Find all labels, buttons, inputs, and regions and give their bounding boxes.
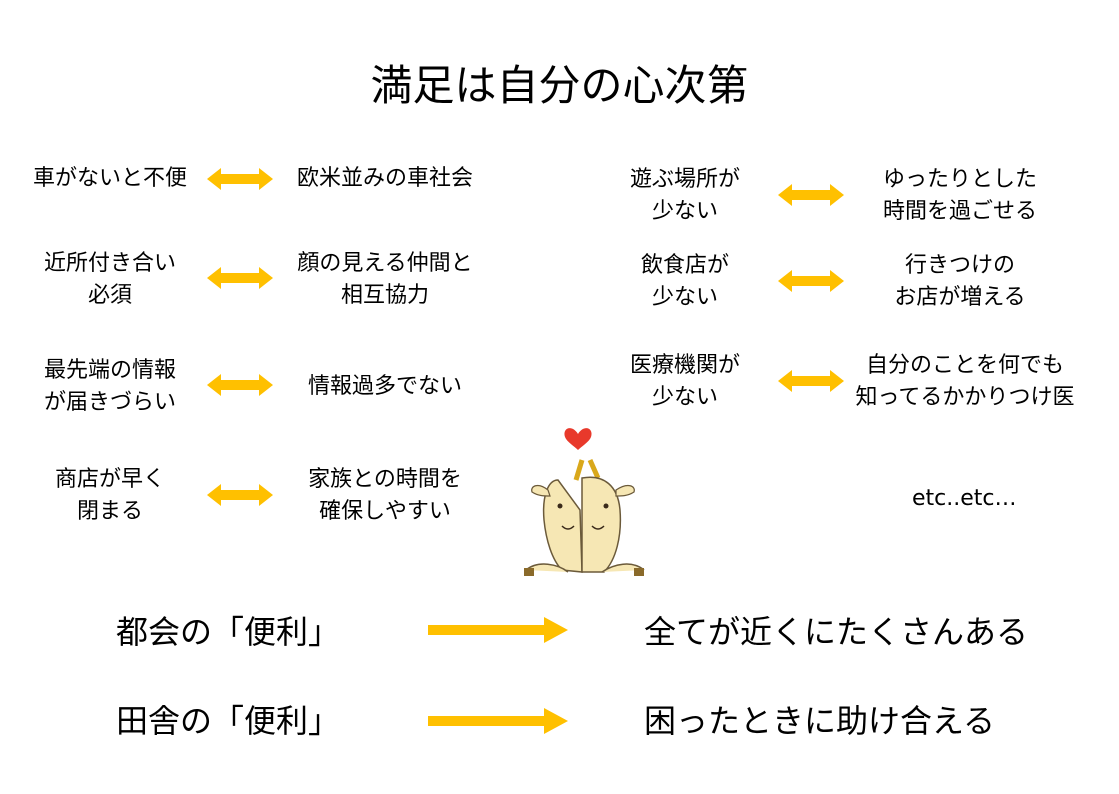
right-arrow-icon: [428, 617, 568, 643]
countryside-convenience-result: 困ったときに助け合える: [644, 702, 996, 740]
left-pair-2-benefit: 顔の見える仲間と 相互協力: [297, 251, 473, 308]
right-pair-3-benefit: 自分のことを何でも 知ってるかかりつけ医: [855, 353, 1075, 410]
double-arrow-icon: [207, 374, 273, 396]
left-pair-2-drawback: 近所付き合い 必須: [43, 251, 176, 308]
double-arrow-icon: [778, 270, 844, 292]
city-convenience-result: 全てが近くにたくさんある: [644, 613, 1029, 651]
goat-couple-illustration: [518, 420, 650, 588]
double-arrow-icon: [778, 370, 844, 392]
left-pair-3-benefit: 情報過多でない: [307, 374, 462, 399]
left-pair-4-drawback: 商店が早く 閉まる: [54, 467, 165, 524]
left-pair-4-benefit: 家族との時間を 確保しやすい: [308, 467, 462, 524]
right-arrow-icon: [428, 708, 568, 734]
double-arrow-icon: [778, 184, 844, 206]
countryside-convenience-label: 田舎の「便利」: [116, 702, 341, 740]
left-pair-3-drawback: 最先端の情報 が届きづらい: [43, 358, 176, 415]
double-arrow-icon: [207, 168, 273, 190]
left-pair-1-drawback: 車がないと不便: [32, 166, 187, 191]
right-pair-1-drawback: 遊ぶ場所が 少ない: [629, 167, 740, 224]
right-pair-2-benefit: 行きつけの お店が増える: [894, 253, 1026, 310]
left-pair-1-benefit: 欧米並みの車社会: [296, 166, 473, 191]
city-convenience-label: 都会の「便利」: [116, 613, 341, 651]
etc-text: etc..etc…: [912, 486, 1017, 511]
heart-icon: [564, 428, 592, 450]
right-pair-2-drawback: 飲食店が 少ない: [640, 253, 729, 310]
page-title: 満足は自分の心次第: [370, 61, 749, 110]
right-pair-3-drawback: 医療機関が 少ない: [629, 353, 740, 410]
right-pair-1-benefit: ゆったりとした 時間を過ごせる: [882, 167, 1037, 224]
double-arrow-icon: [207, 267, 273, 289]
double-arrow-icon: [207, 484, 273, 506]
